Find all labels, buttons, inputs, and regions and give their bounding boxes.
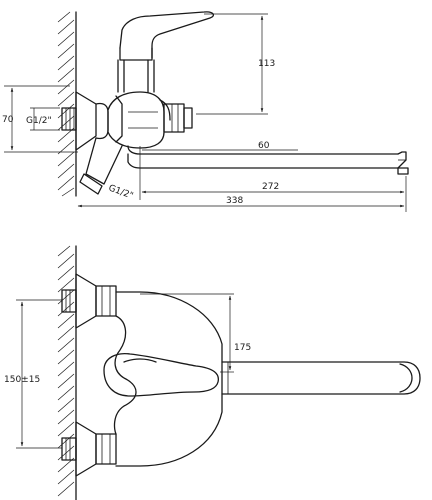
front-view: 150±15 175	[4, 245, 421, 500]
side-view: 113 70 G1/2" 60 G1/2" 272	[2, 11, 409, 212]
dim-150-label: 150±15	[4, 375, 40, 385]
valve-body-top	[107, 91, 193, 149]
mixer-body-front	[113, 291, 223, 467]
thread-bottom-label: G1/2"	[107, 183, 134, 201]
dim-60: 60	[139, 141, 298, 200]
dim-272-label: 272	[262, 182, 279, 192]
dim-272: 272	[141, 176, 407, 212]
dim-70-label: 70	[2, 115, 14, 125]
dim-338-label: 338	[226, 196, 243, 206]
thread-label-upper: G1/2"	[26, 107, 60, 131]
lever-handle-top	[117, 11, 215, 93]
dim-175-label: 175	[234, 343, 251, 353]
inlet-pipe-top	[61, 107, 77, 131]
thread-top-label: G1/2"	[26, 116, 52, 126]
wall-top	[57, 11, 77, 197]
dim-60-label: 60	[258, 141, 270, 151]
dim-113: 113	[196, 13, 275, 115]
eccentric-top	[95, 102, 109, 140]
dim-338: 338	[77, 196, 405, 208]
lower-inlet	[61, 421, 117, 477]
angled-outlet-top	[79, 137, 123, 195]
wall-bottom	[57, 245, 77, 500]
dim-150: 150±15	[4, 299, 62, 449]
upper-inlet	[61, 273, 117, 329]
dim-113-label: 113	[258, 59, 275, 69]
dim-70: 70	[2, 85, 78, 153]
lever-handle-front	[103, 352, 220, 397]
spout-front	[221, 361, 421, 395]
flange-top	[75, 91, 97, 151]
dim-175: 175	[140, 293, 251, 373]
